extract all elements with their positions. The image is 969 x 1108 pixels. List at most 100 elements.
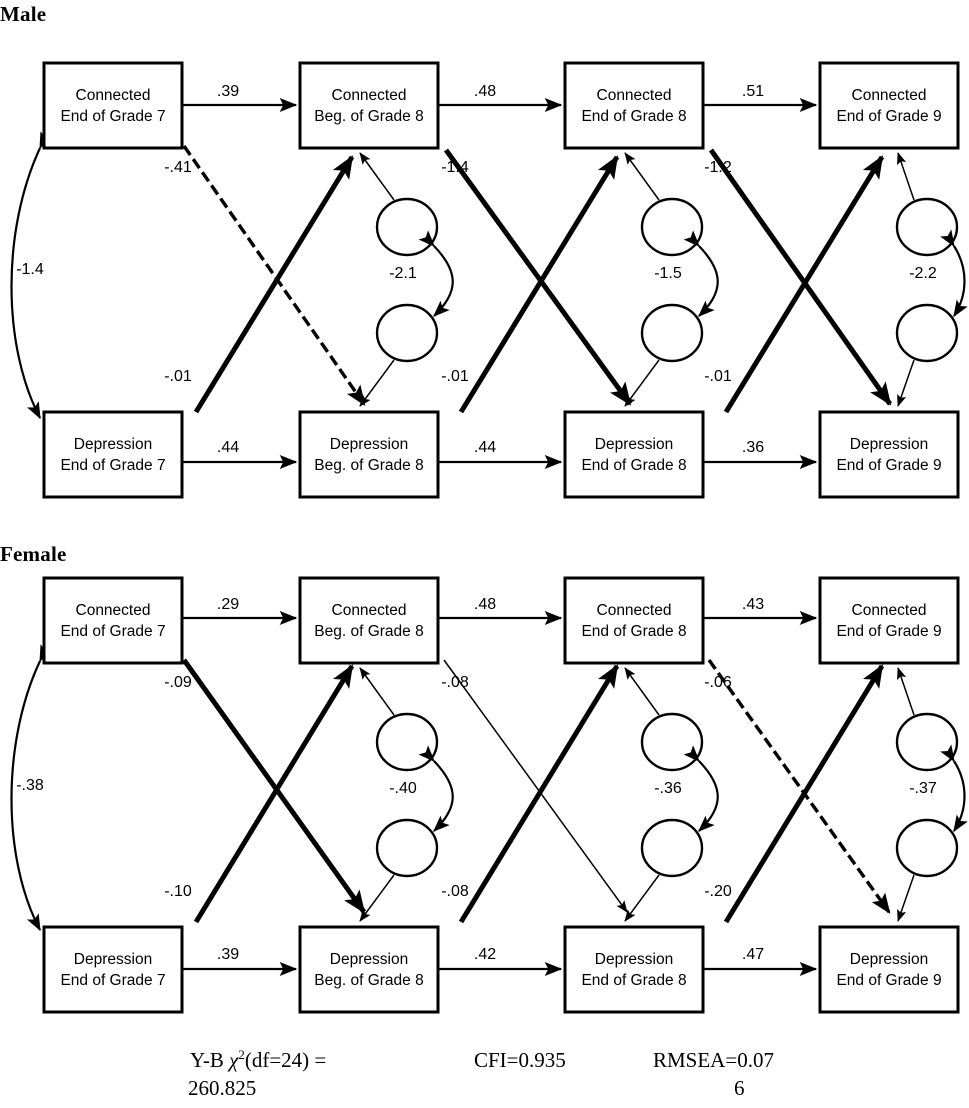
node-label-line2: End of Grade 7 [60,108,165,125]
chi-prefix: Y-B [190,1048,229,1072]
node-label-line1: Connected [597,87,672,104]
node-label-line1: Depression [330,436,408,453]
coef-female-d8e-c9: -.20 [704,883,732,900]
coef-male-c7-c8b: .39 [217,83,239,100]
node-male-c8b[interactable]: Connected Beg. of Grade 8 [298,61,440,150]
disturbance-arrow-female-c9 [897,667,915,716]
node-label-line2: End of Grade 8 [581,623,686,640]
node-label-line1: Connected [76,87,151,104]
node-label-line2: Beg. of Grade 8 [314,623,423,640]
disturbance-male-c8b [375,197,439,257]
disturbance-covariance-female-2 [683,745,719,832]
path-female-d7-c8b [193,664,355,924]
coef-female-res-cov-3: -.37 [909,780,937,797]
path-female-c7-d8b [181,658,367,914]
coef-female-c8b-d8e: -.08 [441,674,469,691]
node-label-line1: Connected [76,602,151,619]
node-female-c7[interactable]: Connected End of Grade 7 [42,576,184,665]
coef-female-c8b-c8e: .48 [474,596,496,613]
disturbance-female-d8b [375,818,439,878]
node-label-line2: End of Grade 8 [581,457,686,474]
coef-male-c8b-c8e: .48 [474,83,496,100]
disturbance-arrow-female-d8b [359,874,395,922]
node-label-line2: Beg. of Grade 8 [314,108,423,125]
coef-male-cov-grade7: -1.4 [16,261,44,278]
covariance-male-grade7 [10,131,53,420]
node-female-c9[interactable]: Connected End of Grade 9 [818,576,960,665]
coef-male-d8b-c8e: -.01 [441,368,469,385]
node-female-d8b[interactable]: Depression Beg. of Grade 8 [298,925,440,1014]
covariance-female-grade7 [10,644,53,932]
node-label-line1: Depression [850,951,928,968]
node-label-line1: Depression [74,951,152,968]
node-label-line1: Connected [597,602,672,619]
path-male-c8b-d8e [443,148,633,406]
coef-male-c8e-d9: -1.2 [704,159,732,176]
panel-male: Connected End of Grade 7 Connected Beg. … [10,61,968,499]
coef-male-c7-d8b: -.41 [164,159,192,176]
node-female-c8b[interactable]: Connected Beg. of Grade 8 [298,576,440,665]
panel-title-male: Male [0,2,47,26]
node-label-line2: End of Grade 7 [60,623,165,640]
node-label-line2: Beg. of Grade 8 [314,457,423,474]
chi-exponent: 2 [238,1047,245,1062]
disturbance-arrow-male-d9 [897,359,915,407]
disturbance-arrow-female-c8b [359,667,395,716]
disturbance-female-c8e [640,712,704,772]
node-label-line1: Connected [852,602,927,619]
disturbance-male-d9 [895,303,959,363]
coef-male-c8b-d8e: -1.4 [441,159,469,176]
coef-male-d8e-c9: -.01 [704,368,732,385]
rmsea-statistic: RMSEA=0.07 [653,1048,774,1072]
coef-female-d8e-d9: .47 [742,946,764,963]
path-male-d8b-c8e [458,155,620,414]
node-female-d7[interactable]: Depression End of Grade 7 [42,925,184,1014]
node-male-d8b[interactable]: Depression Beg. of Grade 8 [298,410,440,499]
cfi-statistic: CFI=0.935 [474,1048,566,1072]
chi-square-value: 260.825 [188,1076,256,1100]
path-female-d8e-c9 [723,664,885,924]
coef-female-res-cov-1: -.40 [389,780,417,797]
node-male-d9[interactable]: Depression End of Grade 9 [818,410,960,499]
node-label-line1: Depression [74,436,152,453]
disturbance-male-d8e [640,303,704,363]
chi-symbol: χ [227,1048,239,1072]
node-label-line1: Connected [332,602,407,619]
path-male-d8e-c9 [723,155,885,414]
node-male-c9[interactable]: Connected End of Grade 9 [818,61,960,150]
path-male-c8e-d9 [708,148,893,406]
node-female-d8e[interactable]: Depression End of Grade 8 [563,925,705,1014]
disturbance-male-d8b [375,303,439,363]
coef-female-c8e-d9: -.06 [704,674,732,691]
disturbance-arrow-male-c8b [359,152,395,201]
node-male-d8e[interactable]: Depression End of Grade 8 [563,410,705,499]
node-male-d7[interactable]: Depression End of Grade 7 [42,410,184,499]
disturbance-female-c9 [895,712,959,772]
coef-female-cov-grade7: -.38 [16,777,44,794]
disturbance-male-c9 [895,197,959,257]
node-female-d9[interactable]: Depression End of Grade 9 [818,925,960,1014]
node-label-line1: Depression [850,436,928,453]
node-label-line2: End of Grade 9 [836,972,941,989]
coef-male-res-cov-3: -2.2 [909,265,937,282]
node-male-c8e[interactable]: Connected End of Grade 8 [563,61,705,150]
disturbance-arrow-female-c8e [624,667,660,716]
disturbance-covariance-female-1 [418,745,454,832]
coef-female-d8b-c8e: -.08 [441,883,469,900]
node-female-c8e[interactable]: Connected End of Grade 8 [563,576,705,665]
coef-female-d8b-d8e: .42 [474,946,496,963]
coef-male-c8e-c9: .51 [742,83,764,100]
path-female-c8e-d9 [707,659,891,914]
coef-female-d7-d8b: .39 [217,946,239,963]
node-label-line2: End of Grade 9 [836,623,941,640]
node-male-c7[interactable]: Connected End of Grade 7 [42,61,184,150]
disturbance-arrow-male-c8e [624,152,660,201]
disturbance-covariance-male-3 [940,229,968,318]
coef-male-res-cov-1: -2.1 [389,265,417,282]
node-label-line2: End of Grade 7 [60,972,165,989]
disturbance-arrow-male-c9 [897,152,915,201]
path-male-d7-c8b [193,155,355,414]
coef-female-c8e-c9: .43 [742,596,764,613]
